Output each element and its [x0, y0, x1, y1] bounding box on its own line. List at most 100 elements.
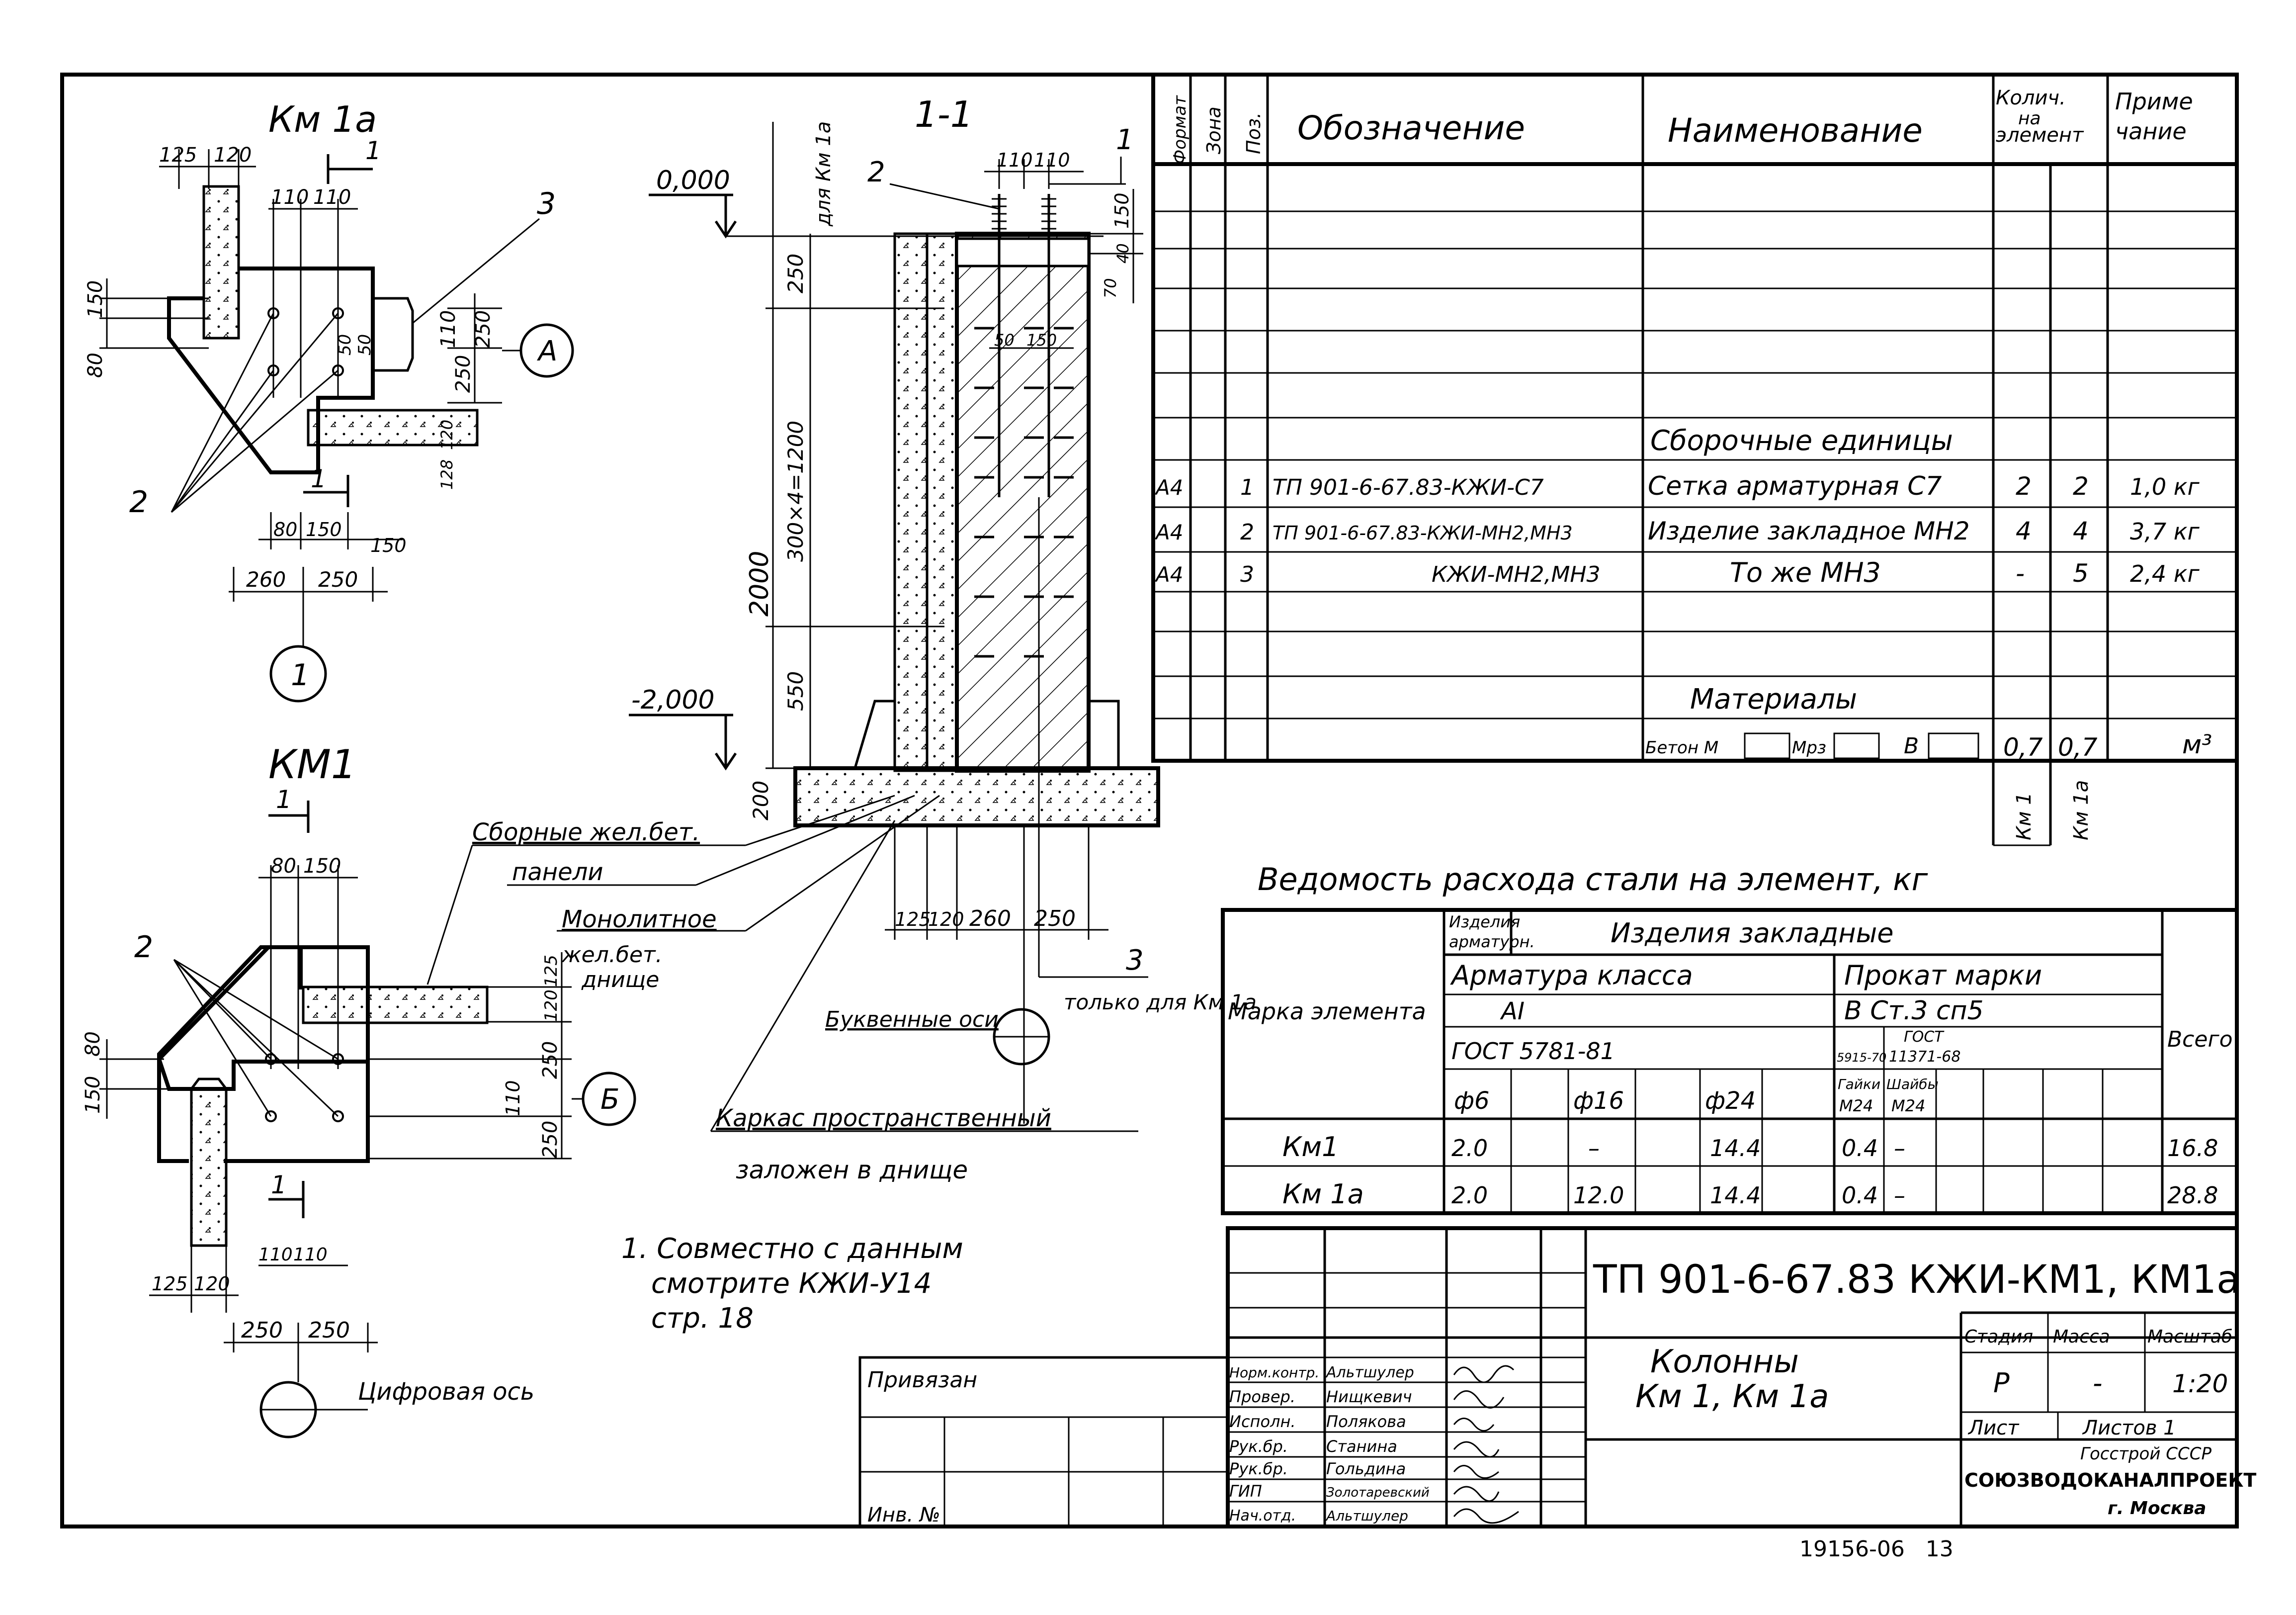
plan-km1-dim-bottom-1: 120	[194, 1273, 230, 1295]
steel-izd-arm: Изделия	[1449, 912, 1520, 931]
plan-km1a-panel-horizontal	[307, 409, 479, 447]
plan-km1-dim-base-1: 250	[308, 1318, 350, 1343]
section-title: 1-1	[915, 93, 973, 135]
plan-km1-dim-base-0: 250	[241, 1318, 283, 1343]
spec-row-2-pos: 3	[1240, 562, 1254, 587]
steel-title: Ведомость расхода стали на элемент, кг	[1258, 861, 1928, 897]
stamp-mass-h: Масса	[2053, 1327, 2110, 1347]
spec-header-qty-3: элемент	[1996, 124, 2084, 147]
spec-header-note: Приме	[2115, 88, 2193, 115]
stamp-inv: Инв. №	[867, 1504, 940, 1526]
steel-ai: АI	[1500, 997, 1525, 1025]
spec-row-1-q1: 4	[2016, 517, 2032, 545]
section-dim-250: 250	[783, 254, 808, 293]
stamp-person-3: Станина	[1326, 1437, 1397, 1456]
stamp-scale-h: Масштаб	[2147, 1327, 2232, 1347]
stamp-stage-h: Стадия	[1964, 1327, 2033, 1347]
stamp-person-5: Золотаревский	[1326, 1485, 1430, 1500]
section-elev-top: 0,000	[656, 166, 730, 195]
plan-km1a-dim-left-0: 80	[84, 353, 107, 378]
plan-km1-column-outline	[157, 945, 370, 1091]
stamp-name-2: Км 1, Км 1а	[1635, 1378, 1829, 1415]
spec-row-1-name: Изделие закладное МН2	[1648, 517, 1970, 545]
section-dim-mid-1: 150	[1026, 331, 1057, 350]
section-dim-mid-0: 50	[994, 331, 1015, 350]
spec-section-assembly: Сборочные единицы	[1650, 425, 1953, 457]
section-column	[955, 232, 1091, 773]
plan-km1-title: КМ1	[268, 741, 356, 788]
plan-km1-digital-axis: Цифровая ось	[358, 1378, 534, 1406]
plan-km1a-axis-letter: А	[537, 335, 557, 367]
plan-km1a-dim-left-1: 150	[84, 280, 107, 318]
spec-col-km1: Км 1	[2013, 792, 2036, 840]
spec-header-pos: Поз.	[1243, 112, 1265, 154]
plan-km1-section-mark-bottom: 1	[271, 1170, 287, 1199]
callout-frame-1: Каркас пространственный	[716, 1104, 1051, 1132]
spec-row-0-q1: 2	[2016, 472, 2032, 501]
plan-km1a-dim-side-0: 120	[437, 420, 456, 450]
section-1-1: 1-1 0,000 -2,000 для Км 1а 250 300×4=120…	[629, 93, 1257, 1124]
note-line-1: 1. Совместно с данным	[621, 1233, 963, 1265]
section-dim-main: 300×4=1200	[783, 421, 808, 562]
plan-km1-dim-top-0: 80	[271, 855, 296, 878]
steel-row-0-wash: –	[1894, 1135, 1905, 1162]
section-dim-200: 200	[749, 781, 773, 820]
spec-concrete-w: В	[1904, 733, 1919, 759]
callout-monolith-3: днище	[581, 967, 659, 992]
plan-km1-dim-right-3: 110	[502, 1080, 524, 1116]
stamp-role-2: Исполн.	[1229, 1412, 1296, 1431]
stamp-person-2: Полякова	[1326, 1412, 1406, 1431]
section-dim-bottom-2: 260	[969, 906, 1011, 931]
steel-row-1-wash: –	[1894, 1182, 1905, 1209]
callouts: Сборные жел.бет. панели Монолитное жел.б…	[426, 795, 1138, 1184]
steel-row-0-mark: Км1	[1282, 1131, 1339, 1163]
stamp-sheet: Лист	[1967, 1417, 2020, 1439]
steel-d6: ф6	[1454, 1087, 1490, 1115]
spec-concrete-q2: 0,7	[2058, 733, 2098, 762]
plan-km1a-dim-right-2: 250	[452, 355, 475, 393]
stamp-org-1: Госстрой СССР	[2080, 1444, 2211, 1464]
plan-km1a-dim-top-0: 125	[159, 144, 197, 167]
plan-km1a-dim-bottom-0: 80	[273, 519, 297, 540]
stamp-person-1: Нищкевич	[1326, 1387, 1412, 1406]
plan-km1a-panel-vertical	[202, 185, 240, 340]
stamp-person-0: Альтшулер	[1325, 1364, 1414, 1381]
plan-km1a-label-3: 3	[537, 186, 556, 221]
callout-monolith: Монолитное	[562, 905, 717, 933]
spec-row-0-note: 1,0 кг	[2130, 473, 2200, 500]
plan-km1a-dim-top-1: 120	[214, 144, 252, 167]
spec-row-0-format: А4	[1154, 475, 1183, 500]
section-dim-total: 2000	[745, 551, 774, 617]
plan-km1a-dim-mid-1: 110	[313, 186, 351, 209]
plan-km1a-section-mark-bottom: 1	[311, 464, 327, 493]
stamp-person-4: Гольдина	[1326, 1459, 1406, 1478]
section-dim-top-1: 110	[1034, 149, 1070, 171]
section-dim-right-0: 150	[1111, 192, 1133, 229]
stamp-mass: -	[2093, 1367, 2103, 1399]
steel-row-1-d16: 12.0	[1573, 1182, 1624, 1209]
stamp-role-3: Рук.бр.	[1229, 1437, 1288, 1456]
plan-km1a-title: Км 1а	[268, 98, 377, 140]
spec-row-2-name: То же МН3	[1730, 557, 1881, 588]
plan-km1-dim-bottom-0: 125	[152, 1273, 188, 1295]
plan-km1a-axis-number: 1	[291, 658, 310, 693]
spec-row-2-format: А4	[1154, 562, 1183, 587]
section-letter-axes: Буквенные оси	[825, 1007, 999, 1032]
section-dim-bottom-0: 125	[895, 908, 931, 930]
spec-concrete-q1: 0,7	[2003, 733, 2043, 762]
stamp-sheets: Листов 1	[2082, 1417, 2176, 1439]
spec-header-qty-2: на	[2018, 108, 2041, 129]
spec-row-0-pos: 1	[1240, 475, 1254, 500]
steel-gost-word: ГОСТ	[1904, 1028, 1945, 1046]
spec-row-1-designation: ТП 901-6-67.83-КЖИ-МН2,МН3	[1273, 522, 1573, 544]
steel-prokat: Прокат марки	[1844, 960, 2042, 991]
plan-km1-dim-right-4: 250	[539, 1121, 562, 1159]
stamp-role-0: Норм.контр.	[1229, 1364, 1319, 1381]
specification-table: Формат Зона Поз. Обозначение Наименовани…	[1151, 73, 2239, 846]
plan-km1a-dim-bottom-1: 150	[306, 519, 342, 540]
title-block: Привязан Инв. № ТП 901-6-67.83 КЖИ-КМ1, …	[858, 1226, 2256, 1528]
plan-km1-section-mark: 1	[276, 785, 292, 814]
steel-row-0-d6: 2.0	[1451, 1135, 1488, 1162]
spec-row-2-q2: 5	[2073, 559, 2089, 588]
plan-km1: КМ1 1 80 150 125 120 250 11	[82, 741, 636, 1438]
